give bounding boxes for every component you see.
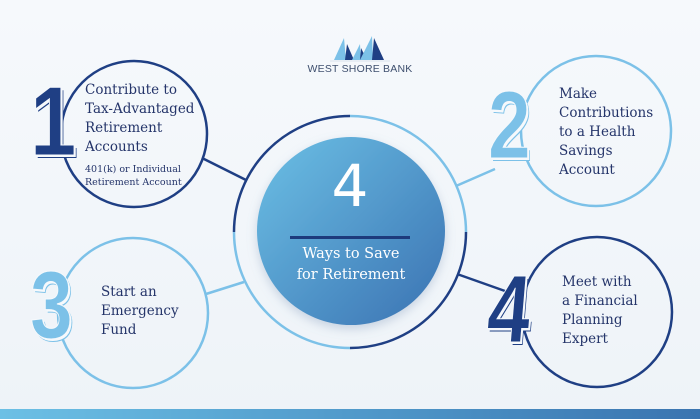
step-4-text: Meet with a Financial Planning Expert [562,274,638,347]
step-2-circle [519,54,673,208]
sailboats-icon [330,36,390,62]
brand-name: WEST SHORE BANK [307,63,413,75]
step-2-text: Make Contributions to a Health Savings A… [559,86,654,178]
center-number: 4 [331,152,369,220]
center-circle [257,137,445,325]
step-4-circle [520,235,674,389]
step-3-number: 3 [30,252,74,359]
step-2-number: 2 [488,72,532,179]
center-outer-ring [232,114,468,350]
bottom-gradient-bar [0,409,700,419]
step-4-number: 4 [483,256,536,364]
step-1-circle [59,59,209,209]
center-divider [290,236,410,239]
step-1-text: Contribute to Tax-Advantaged Retirement … [85,82,195,188]
connector-1 [201,156,247,182]
center-title: Ways to Save for Retirement [296,246,406,283]
connector-2 [455,167,496,188]
step-1-number: 1 [30,66,77,176]
step-3-text: Start an Emergency Fund [101,284,179,338]
step-1-subtext: 401(k) or Individual Retirement Account [85,164,182,188]
step-3-circle [56,236,210,390]
connector-4 [456,272,506,293]
connector-3 [205,280,245,296]
